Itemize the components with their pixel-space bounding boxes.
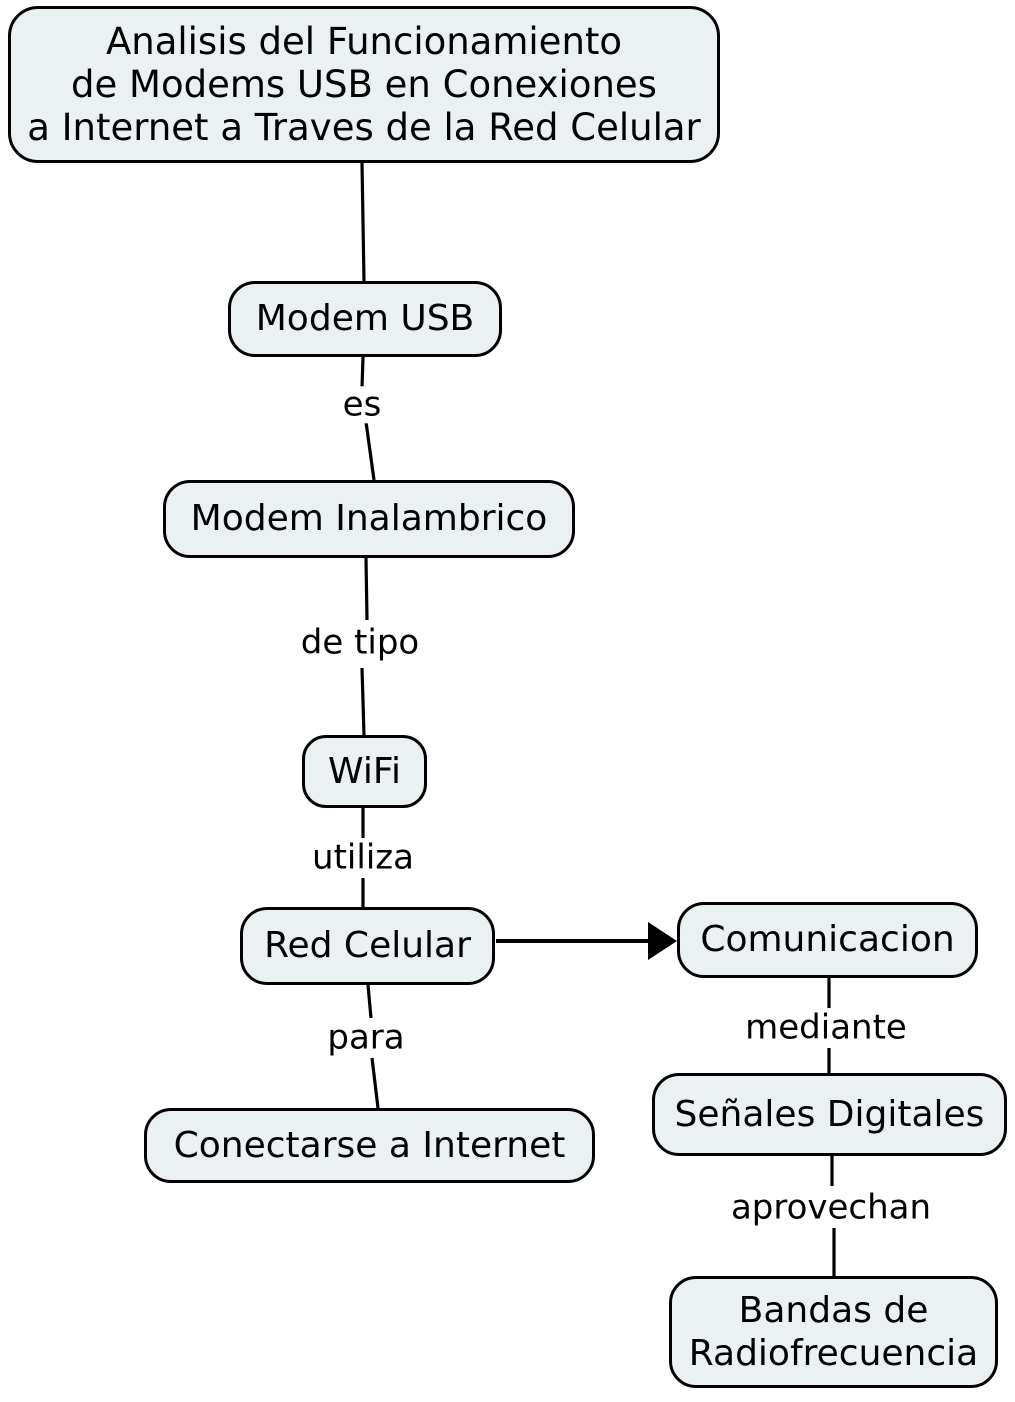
node-conectarse-internet[interactable]: Conectarse a Internet bbox=[144, 1108, 595, 1183]
node-senales-digitales-label: Señales Digitales bbox=[674, 1093, 985, 1135]
node-title-label: Analisis del Funcionamiento de Modems US… bbox=[27, 19, 701, 150]
node-bandas-radiofrecuencia-label: Bandas de Radiofrecuencia bbox=[688, 1289, 979, 1374]
edge-label-mediante[interactable]: mediante bbox=[741, 1008, 911, 1047]
node-modem-usb[interactable]: Modem USB bbox=[228, 281, 502, 357]
node-modem-inalambrico[interactable]: Modem Inalambrico bbox=[163, 480, 575, 558]
connector-modem-usb-to-es bbox=[360, 356, 365, 389]
node-wifi[interactable]: WiFi bbox=[302, 735, 427, 808]
node-modem-usb-label: Modem USB bbox=[255, 298, 475, 340]
node-modem-inalambrico-label: Modem Inalambrico bbox=[190, 498, 548, 540]
connector-para-to-conectarse bbox=[370, 1057, 380, 1109]
node-senales-digitales[interactable]: Señales Digitales bbox=[652, 1073, 1007, 1156]
node-bandas-radiofrecuencia[interactable]: Bandas de Radiofrecuencia bbox=[669, 1276, 998, 1388]
edge-label-aprovechan[interactable]: aprovechan bbox=[726, 1188, 936, 1227]
node-red-celular-label: Red Celular bbox=[264, 925, 471, 967]
node-comunicacion-label: Comunicacion bbox=[700, 919, 955, 961]
connector-red-celular-to-para bbox=[366, 984, 373, 1019]
edge-label-para[interactable]: para bbox=[323, 1018, 409, 1057]
node-conectarse-internet-label: Conectarse a Internet bbox=[173, 1124, 566, 1166]
edge-label-utiliza[interactable]: utiliza bbox=[308, 838, 418, 877]
node-title[interactable]: Analisis del Funcionamiento de Modems US… bbox=[8, 6, 720, 163]
connector-modem-inalambrico-to-de-tipo bbox=[364, 557, 369, 621]
node-wifi-label: WiFi bbox=[328, 750, 401, 792]
arrow-head-icon bbox=[648, 922, 677, 960]
node-red-celular[interactable]: Red Celular bbox=[240, 907, 495, 985]
edge-label-es[interactable]: es bbox=[338, 385, 386, 424]
connector-es-to-modem-inalambrico bbox=[364, 421, 376, 481]
connector-de-tipo-to-wifi bbox=[360, 667, 366, 736]
connector-title-to-modem-usb bbox=[360, 162, 366, 282]
edge-label-de-tipo[interactable]: de tipo bbox=[296, 623, 424, 662]
node-comunicacion[interactable]: Comunicacion bbox=[677, 902, 978, 978]
